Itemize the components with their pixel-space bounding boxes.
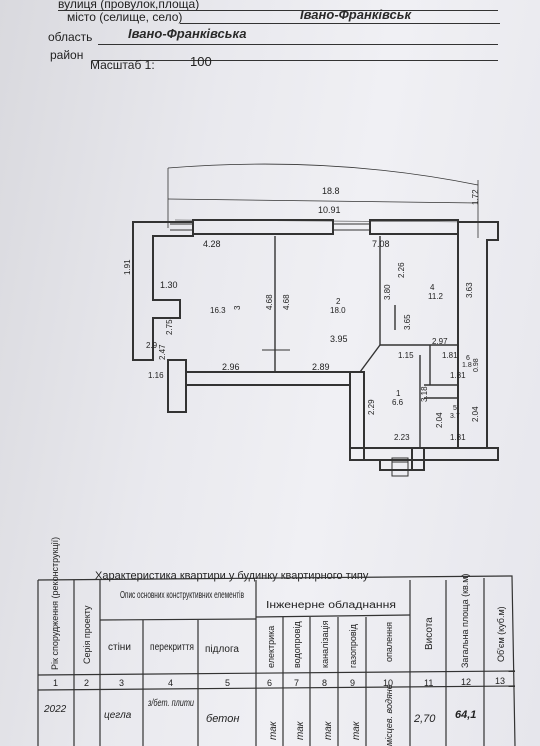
hdr-gas: газопровід (348, 623, 358, 668)
cell-ceilings: з/бет. плити (147, 697, 194, 709)
dim-left-room-width: 4.28 (203, 239, 221, 249)
col-num-6: 6 (267, 678, 272, 688)
dim-wc-w: 1.81 (450, 433, 466, 442)
room-5-num: 5 (453, 405, 457, 412)
dim-hall-bottom: 2.23 (394, 433, 410, 442)
cell-sewer: так (323, 720, 334, 740)
dim-hall-mid: 3.18 (420, 386, 429, 402)
dim-wc-h: 2.04 (435, 412, 444, 428)
col-num-11: 11 (424, 678, 433, 688)
region-underline (98, 44, 498, 45)
cell-floor: бетон (206, 713, 239, 725)
dim-top-inner: 10.91 (318, 205, 341, 215)
col-num-12: 12 (461, 677, 471, 687)
hdr-engineering: Інженерне обладнання (266, 599, 396, 611)
hdr-sewer: каналізація (320, 620, 330, 668)
cell-electricity: так (268, 720, 279, 740)
dim-total-width: 18.8 (322, 186, 340, 196)
hdr-ceilings: перекриття (150, 642, 194, 653)
cell-height: 2,70 (413, 713, 436, 725)
district-label: район (50, 48, 84, 62)
dim-right-mid2: 2.26 (397, 262, 406, 278)
street-underline (58, 10, 498, 11)
hdr-volume: Об'єм (куб.м) (496, 606, 506, 662)
hdr-series: Серія проекту (82, 605, 92, 664)
dim-right-side: 3.63 (465, 282, 474, 298)
hdr-walls: стіни (108, 642, 131, 653)
hdr-electricity: електрика (266, 626, 276, 668)
dim-corridor-small: 1.15 (398, 351, 414, 360)
dim-left-small-a: 2.9 (146, 341, 158, 350)
street-label: вулиця (провулок,площа) (58, 0, 200, 11)
city-underline (180, 23, 500, 24)
dim-bottom-mid: 2.89 (312, 362, 330, 372)
dim-room1-height: 4.68 (265, 294, 274, 310)
col-num-5: 5 (225, 678, 230, 688)
dim-right-room-width: 7.08 (372, 239, 390, 249)
col-num-3: 3 (119, 678, 124, 688)
cell-water: так (295, 720, 306, 740)
col-num-10: 10 (383, 678, 393, 688)
cell-year: 2022 (43, 704, 67, 715)
dim-bottom-left: 2.96 (222, 362, 240, 372)
dim-wc-h2: 2.04 (471, 406, 480, 422)
col-num-8: 8 (322, 678, 327, 688)
district-underline (92, 60, 498, 61)
col-num-13: 13 (495, 676, 505, 686)
room-4-area: 11.2 (428, 292, 444, 301)
cell-total-area: 64,1 (455, 709, 476, 721)
region-value: Івано-Франківська (128, 26, 247, 41)
hdr-heating: опалення (384, 622, 394, 662)
cell-heating: місцев. водяне (384, 684, 394, 746)
col-num-2: 2 (84, 678, 89, 688)
room-4-num: 4 (430, 283, 435, 292)
cell-gas: так (351, 720, 362, 740)
dim-right-lower: 3.65 (403, 314, 412, 330)
room-1-area: 6.6 (392, 398, 404, 407)
dim-bath-w2: 1.81 (450, 371, 466, 380)
city-value: Івано-Франківськ (300, 7, 412, 22)
col-num-7: 7 (294, 678, 299, 688)
dim-hall-left: 2.29 (367, 399, 376, 415)
dim-left-niche: 1.30 (160, 280, 178, 290)
dim-right-top: 1.72 (471, 189, 480, 205)
room-6-area: 1.8 (462, 362, 472, 369)
room-3-num: 3 (233, 305, 242, 310)
city-label: місто (селище, село) (67, 10, 183, 24)
dim-left-lower: 2.75 (165, 319, 174, 335)
dim-room2-width: 3.95 (330, 334, 348, 344)
dim-left-wall: 1.91 (123, 259, 132, 275)
col-num-4: 4 (168, 678, 173, 688)
region-label: область (48, 30, 93, 44)
col-num-9: 9 (350, 678, 355, 688)
cell-walls: цегла (104, 710, 132, 721)
floor-plan: 18.8 10.91 1.72 4.28 7.08 1.91 1.30 2.75… (123, 186, 480, 442)
dim-bath-h: 0.98 (473, 358, 480, 372)
hdr-floor: підлога (205, 644, 239, 655)
hdr-year: Рік спорудження (реконструкції) (50, 537, 60, 670)
col-num-1: 1 (53, 678, 58, 688)
room-5-area: 3.7 (450, 413, 460, 420)
hdr-height: Висота (424, 617, 435, 650)
hdr-structural: Опис основних конструктивних елементів (120, 590, 244, 601)
dim-bath-w: 1.81 (442, 351, 458, 360)
room-1-num: 1 (396, 389, 401, 398)
dim-corridor-w: 2.97 (432, 337, 448, 346)
room-2-num: 2 (336, 297, 341, 306)
hdr-water: водопровід (292, 621, 302, 668)
scale-label: Масштаб 1: (90, 58, 155, 72)
room-3-area: 16.3 (210, 306, 226, 315)
dim-right-mid: 3.80 (383, 284, 392, 300)
room-2-area: 18.0 (330, 306, 346, 315)
dim-left-small-b: 2.47 (158, 344, 167, 360)
dim-left-bottom: 1.16 (148, 371, 164, 380)
room-6-num: 6 (466, 355, 470, 362)
scale-value: 100 (190, 54, 212, 69)
hdr-total-area: Загальна площа (кв.м) (460, 574, 470, 669)
dim-room2-height: 4.68 (282, 294, 291, 310)
